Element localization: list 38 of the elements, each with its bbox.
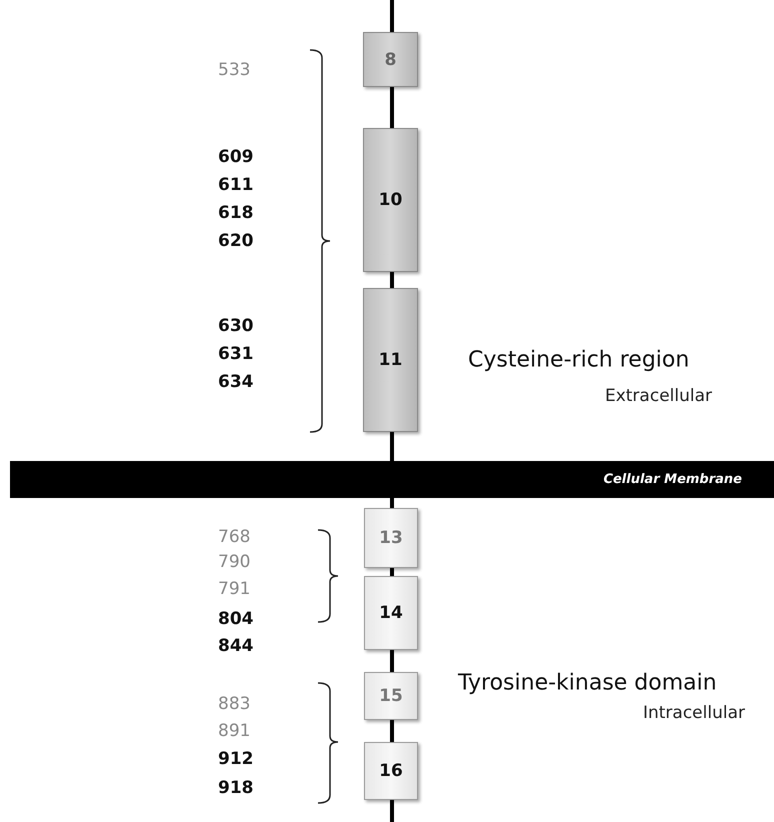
exon-box: 11 bbox=[363, 288, 418, 432]
region-label: Tyrosine-kinase domain bbox=[458, 670, 717, 696]
exon-box: 13 bbox=[364, 508, 418, 568]
codon-number: 618 bbox=[218, 203, 254, 223]
codon-number: 634 bbox=[218, 372, 254, 392]
exon-box: 16 bbox=[364, 742, 418, 800]
connector-line bbox=[390, 800, 394, 822]
location-label: Intracellular bbox=[642, 703, 745, 723]
connector-line bbox=[390, 432, 394, 461]
exon-box: 14 bbox=[364, 576, 418, 650]
exon-box: 8 bbox=[363, 32, 418, 87]
connector-line bbox=[390, 87, 394, 128]
codon-number: 790 bbox=[218, 552, 250, 572]
codon-number: 918 bbox=[218, 778, 254, 798]
codon-number: 630 bbox=[218, 316, 254, 336]
exon-box: 15 bbox=[364, 672, 418, 720]
codon-number: 611 bbox=[218, 175, 254, 195]
codon-number: 883 bbox=[218, 694, 250, 714]
codon-number: 891 bbox=[218, 721, 250, 741]
codon-number: 912 bbox=[218, 749, 254, 769]
connector-line bbox=[390, 650, 394, 672]
connector-line bbox=[390, 568, 394, 576]
membrane-band: Cellular Membrane bbox=[10, 461, 774, 498]
location-label: Extracellular bbox=[604, 386, 712, 406]
codon-number: 768 bbox=[218, 527, 250, 547]
codon-number: 804 bbox=[218, 609, 254, 629]
codon-number: 620 bbox=[218, 231, 254, 251]
region-label: Cysteine-rich region bbox=[468, 348, 690, 372]
connector-line bbox=[390, 720, 394, 742]
codon-number: 609 bbox=[218, 147, 254, 167]
connector-line bbox=[390, 0, 394, 32]
exon-box: 10 bbox=[363, 128, 418, 272]
codon-number: 631 bbox=[218, 344, 254, 364]
codon-number: 791 bbox=[218, 579, 250, 599]
codon-number: 533 bbox=[218, 60, 250, 80]
connector-line bbox=[390, 272, 394, 288]
connector-line bbox=[390, 498, 394, 508]
codon-number: 844 bbox=[218, 636, 254, 656]
